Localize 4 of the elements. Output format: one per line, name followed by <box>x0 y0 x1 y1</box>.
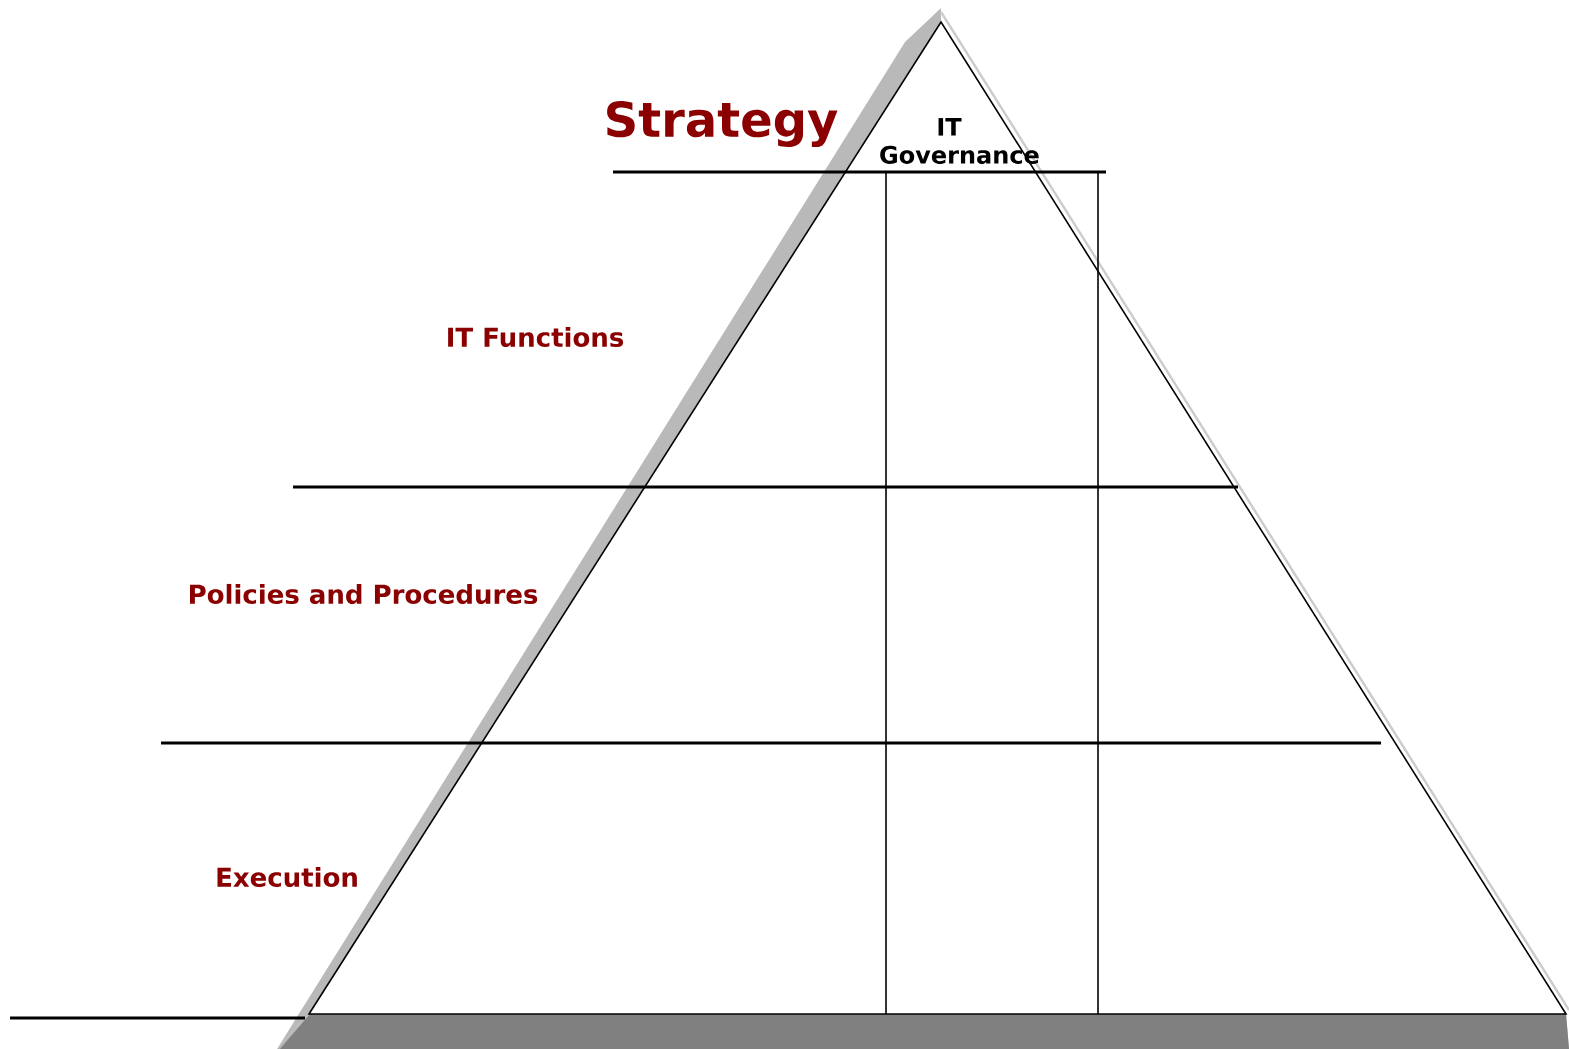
level-label: Execution <box>217 866 357 888</box>
level-label: IT Functions <box>448 326 624 348</box>
level-heading: Strategy <box>607 101 838 147</box>
level-label: Policies and Procedures <box>190 583 538 605</box>
